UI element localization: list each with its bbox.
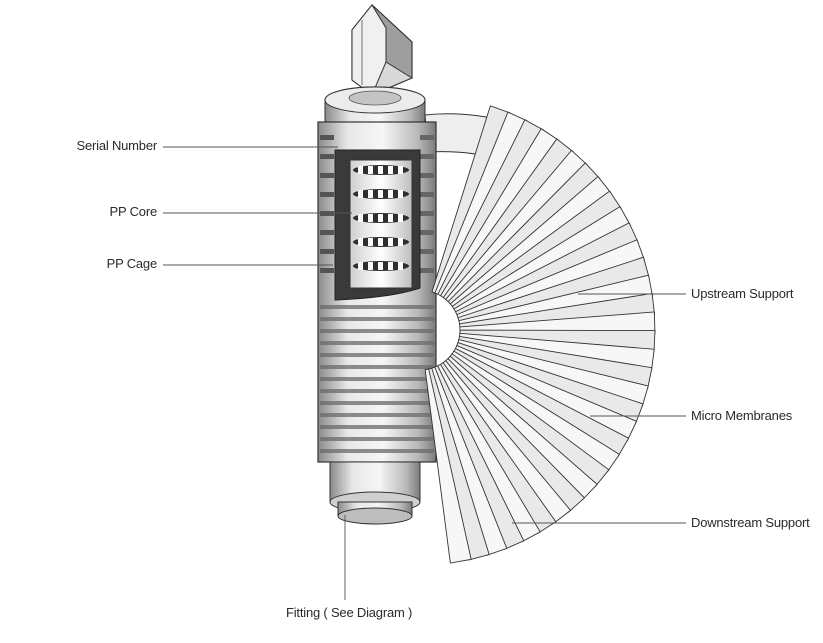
cage-rib — [320, 317, 434, 321]
core-hole — [378, 238, 383, 246]
label-downstream-support: Downstream Support — [691, 515, 810, 530]
core-hole — [378, 262, 383, 270]
core-hole — [388, 238, 393, 246]
core-hole — [378, 166, 383, 174]
core-hole — [398, 238, 403, 246]
cage-slot — [320, 154, 334, 159]
label-serial-number: Serial Number — [76, 138, 158, 153]
core-hole — [378, 214, 383, 222]
label-pp-core: PP Core — [109, 204, 158, 219]
core-hole — [368, 262, 373, 270]
core-hole — [388, 190, 393, 198]
cage-slot — [420, 173, 434, 178]
core-hole — [398, 214, 403, 222]
cage-slot — [420, 268, 434, 273]
cage-slot — [420, 135, 434, 140]
cage-rib — [320, 329, 434, 333]
leader-lines — [163, 146, 686, 600]
cage-rib — [320, 437, 434, 441]
pleated-membrane-fan — [424, 105, 656, 564]
cage-slot — [320, 211, 334, 216]
cage-slot — [320, 135, 334, 140]
core-hole — [388, 214, 393, 222]
cage-slot — [320, 268, 334, 273]
core-hole — [368, 166, 373, 174]
cage-slot — [320, 192, 334, 197]
membrane-pleat — [424, 368, 472, 564]
label-upstream-support: Upstream Support — [691, 286, 794, 301]
core-hole — [358, 262, 363, 270]
cage-rib — [320, 377, 434, 381]
core-hole — [358, 238, 363, 246]
core-hole — [368, 238, 373, 246]
cage-rib — [320, 305, 434, 309]
core-hole — [368, 190, 373, 198]
core-hole — [388, 262, 393, 270]
core-hole — [378, 190, 383, 198]
bottom-end-cap — [329, 461, 421, 525]
core-hole — [368, 214, 373, 222]
cage-rib — [320, 425, 434, 429]
core-hole — [358, 190, 363, 198]
label-fitting: Fitting ( See Diagram ) — [286, 605, 413, 620]
cage-slot — [420, 192, 434, 197]
cage-rib — [320, 449, 434, 453]
cage-slot — [420, 211, 434, 216]
core-hole — [358, 214, 363, 222]
core-hole — [398, 190, 403, 198]
core-hole — [388, 166, 393, 174]
label-pp-cage: PP Cage — [106, 256, 158, 271]
cage-rib — [320, 413, 434, 417]
core-hole — [358, 166, 363, 174]
cage-slot — [320, 230, 334, 235]
top-fin — [351, 4, 413, 96]
core-hole — [398, 262, 403, 270]
cage-slot — [420, 230, 434, 235]
cage-rib — [320, 365, 434, 369]
cage-rib — [320, 353, 434, 357]
cage-rib — [320, 401, 434, 405]
cage-slot — [320, 249, 334, 254]
cage-slot — [420, 249, 434, 254]
cutaway-window — [334, 149, 421, 301]
top-end-cap — [324, 86, 426, 123]
label-micro-membranes: Micro Membranes — [691, 408, 793, 423]
cage-slot — [320, 173, 334, 178]
cage-rib — [320, 389, 434, 393]
core-hole — [398, 166, 403, 174]
cage-rib — [320, 341, 434, 345]
cage-slot — [420, 154, 434, 159]
